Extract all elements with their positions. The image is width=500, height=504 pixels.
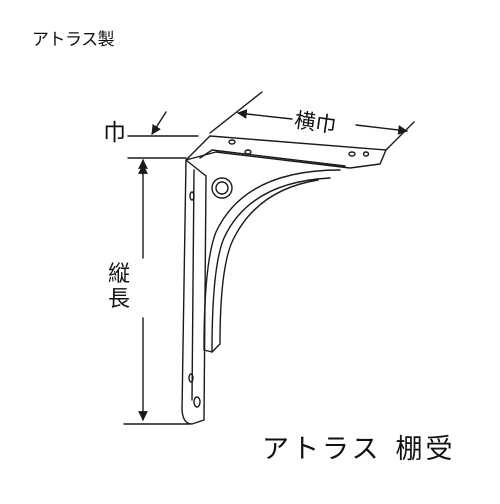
top-plate-hole-1 [228,139,236,145]
width-dimension-line-left [237,109,293,120]
bracket-vertical-plate-inner [191,169,195,401]
vertical-plate-hole-1 [189,191,195,201]
bracket-large-hole [211,177,233,199]
thickness-label: 巾 [103,120,126,146]
maker-label: アトラス製 [32,30,115,50]
top-plate-hole-2 [244,149,252,155]
bracket-curved-brace-mid [211,177,331,353]
length-label: 縦長 [108,262,131,313]
width-dimension-line-right [355,124,408,135]
product-brand: アトラス [262,434,382,465]
bracket-curved-brace-inner [211,179,319,353]
bracket-vertical-plate [181,159,207,425]
product-name: 棚受 [395,434,456,465]
vertical-plate-hole-2 [188,373,194,383]
width-label: 横巾 [292,108,338,138]
width-extension-left [209,91,263,134]
bracket-brace-end [203,349,213,353]
bracket-large-hole-inner [215,181,229,195]
top-plate-hole-3 [348,151,356,157]
top-plate-hole-4 [362,151,370,157]
bracket-curved-brace-outer [203,169,341,351]
vertical-plate-hole-3 [193,396,201,408]
product-caption: アトラス棚受 [262,436,455,463]
thickness-arrow [151,111,167,135]
width-extension-right [385,121,415,151]
bracket-top-plate-inner-edge [199,149,346,167]
bracket-top-plate [185,135,387,169]
